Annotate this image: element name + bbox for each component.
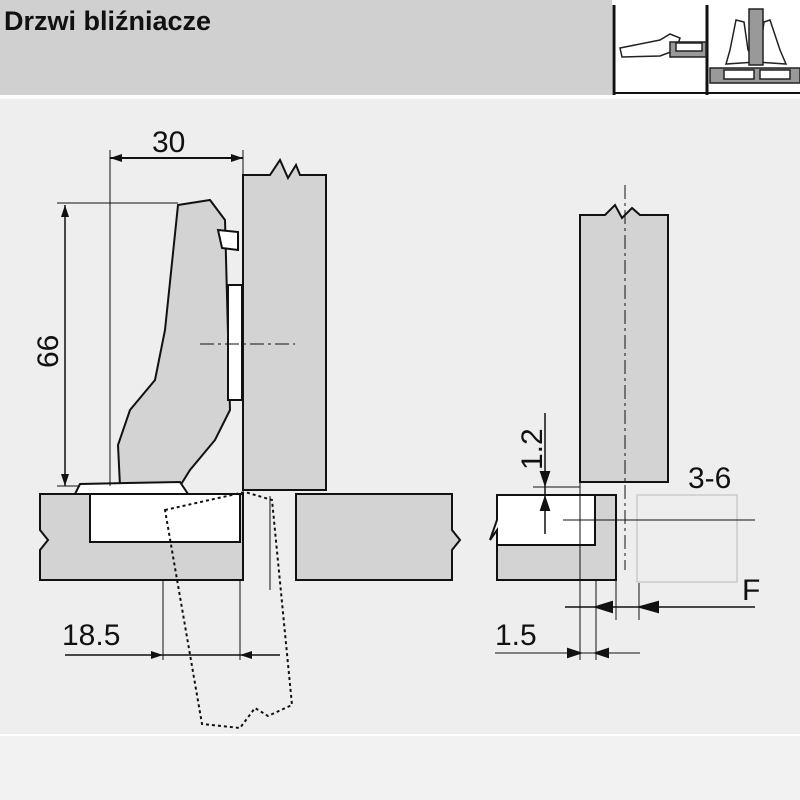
cabinet-panel-right (295, 493, 462, 581)
twin-doors-top-view-icon (709, 8, 800, 84)
door-panel (242, 157, 327, 491)
dim-height-66: 66 (32, 335, 65, 368)
hinge-side-view-icon (619, 33, 707, 58)
dim-offset-18-5: 18.5 (62, 619, 120, 652)
dim-overlay-3-6: 3-6 (688, 462, 731, 495)
header-band (0, 0, 612, 95)
page-title: Drzwi bliźniacze (4, 6, 212, 36)
adjacent-door-ghost (636, 494, 738, 583)
open-door-outline (163, 490, 294, 730)
dim-gap-1-5: 1.5 (495, 619, 537, 652)
mounting-plate (73, 480, 190, 495)
force-label-f: F (742, 574, 760, 607)
dim-width-30: 30 (152, 126, 185, 159)
door-panel (579, 203, 669, 483)
hinge-cup-recess (89, 493, 241, 543)
hinge-arm (116, 198, 232, 487)
right-view (489, 185, 755, 660)
dim-gap-1-2: 1.2 (516, 428, 549, 470)
left-view (39, 150, 462, 730)
